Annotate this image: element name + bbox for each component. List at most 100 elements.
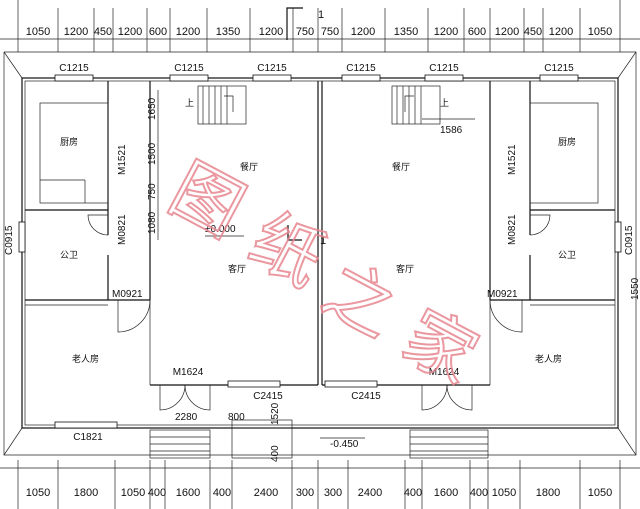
watermark: 图 纸 之 家 [156,147,491,401]
window-dining-right-1 [341,74,381,82]
section-marker-mid-label: 1 [320,235,326,247]
watermark-char-4: 家 [390,295,490,400]
top-dim-15: 450 [524,26,542,38]
entry-steps: 2280 800 [149,412,489,459]
bottom-dim-8: 300 [324,487,342,499]
vertical-dim: 1650 [147,97,158,120]
room-elder-left: 老人房 [72,353,99,365]
window-label: C1215 [174,63,204,74]
window-bath-right [614,221,622,253]
room-elder-right: 老人房 [535,353,562,365]
top-dim-10: 1200 [351,26,375,38]
watermark-char-3: 之 [310,248,410,353]
section-marker-top: 1 [286,7,324,40]
top-dim-4: 600 [149,26,167,38]
top-dim-17: 1050 [588,26,612,38]
bottom-dim-5: 400 [213,487,231,499]
bottom-dimension-chain: 1050 1800 1050 400 1600 400 2400 300 300… [0,460,640,509]
door-swing-elder-right [489,299,523,333]
section-marker-top-label: 1 [318,9,324,21]
window-label: C1215 [257,63,287,74]
vertical-dim: 1520 [270,402,281,425]
section-marker-mid: 1 [287,225,326,247]
stair-right: 上 1586 [391,85,475,136]
top-dim-0: 1050 [26,26,50,38]
top-dim-1: 1200 [64,26,88,38]
vertical-dim: 750 [147,183,158,200]
stair-up-label: 上 [440,98,449,109]
top-dim-14: 1200 [495,26,519,38]
window-label: C0915 [4,225,15,255]
window-label: C1215 [429,63,459,74]
bottom-dim-2: 1050 [121,487,145,499]
door-label: M0921 [487,289,518,300]
door-label: M1624 [173,367,204,378]
interior-walls [25,81,615,386]
door-swing-elder-left [117,299,151,333]
vertical-dim: 1500 [147,142,158,165]
window-label: C2415 [351,391,381,402]
room-dining-left: 餐厅 [240,161,258,173]
door-swing-living-right-b [446,384,473,411]
bottom-dim-3: 400 [148,487,166,499]
window-dining-left-1 [169,74,209,82]
window-dining-left-2 [252,74,292,82]
door-label: M1624 [429,367,460,378]
room-bathroom-right: 公卫 [558,250,576,261]
window-label: C2415 [253,391,283,402]
window-label: C1215 [544,63,574,74]
vertical-dim: 1550 [630,277,640,300]
room-kitchen-right: 厨房 [558,136,576,148]
window-label: C1215 [59,63,89,74]
step-dim: 800 [228,412,245,423]
top-dim-3: 1200 [118,26,142,38]
top-dimension-chain: 1050 1200 450 1200 600 1200 1350 1200 75… [0,0,640,52]
bottom-dim-10: 400 [404,487,422,499]
top-dim-16: 1200 [549,26,573,38]
top-dim-8: 750 [296,26,314,38]
door-swing-living-right-a [421,384,448,411]
window-bath-left [18,221,26,253]
window-elder-left [54,421,118,429]
door-label: M1521 [117,144,128,175]
stair-left: 上 [185,85,247,125]
top-dim-11: 1350 [394,26,418,38]
room-living-left: 客厅 [228,263,246,275]
window-label: C0915 [624,225,635,255]
top-dim-9: 750 [321,26,339,38]
bottom-dim-15: 1050 [588,487,612,499]
door-swing-living-left-a [159,384,186,411]
door-label: M0821 [507,214,518,245]
window-label: C1215 [346,63,376,74]
elevation-marks: ±0.000 -0.450 [205,224,365,450]
bottom-dim-6: 2400 [254,487,278,499]
bottom-dim-7: 300 [296,487,314,499]
bottom-dim-1: 1800 [74,487,98,499]
window-kitchen-right [539,74,579,82]
bottom-dim-11: 1600 [434,487,458,499]
vertical-dimension-chain: 1650 1500 750 1080 1520 400 1550 [147,90,640,462]
top-dim-2: 450 [94,26,112,38]
room-living-right: 客厅 [396,263,414,275]
window-living-left [227,380,281,388]
window-living-right [324,380,378,388]
vertical-dim: 400 [270,445,281,462]
top-dim-13: 600 [468,26,486,38]
elevation-floor: ±0.000 [205,224,236,235]
top-dim-7: 1200 [259,26,283,38]
stair-up-label: 上 [185,98,194,109]
bottom-dim-9: 2400 [358,487,382,499]
room-dining-right: 餐厅 [392,161,410,173]
stair-width-dim: 1586 [440,125,463,136]
exterior-walls [21,77,619,429]
door-label: M0821 [117,214,128,245]
bottom-dim-14: 1800 [536,487,560,499]
bottom-dim-12: 400 [470,487,488,499]
roof-outline [3,51,637,456]
room-bathroom-left: 公卫 [60,250,78,261]
window-kitchen-left [54,74,94,82]
bottom-dim-13: 1050 [492,487,516,499]
door-label: M0921 [112,289,143,300]
windows: C1215 C1215 C1215 C1215 C1215 C1215 C091… [4,63,635,443]
window-dining-right-2 [424,74,464,82]
